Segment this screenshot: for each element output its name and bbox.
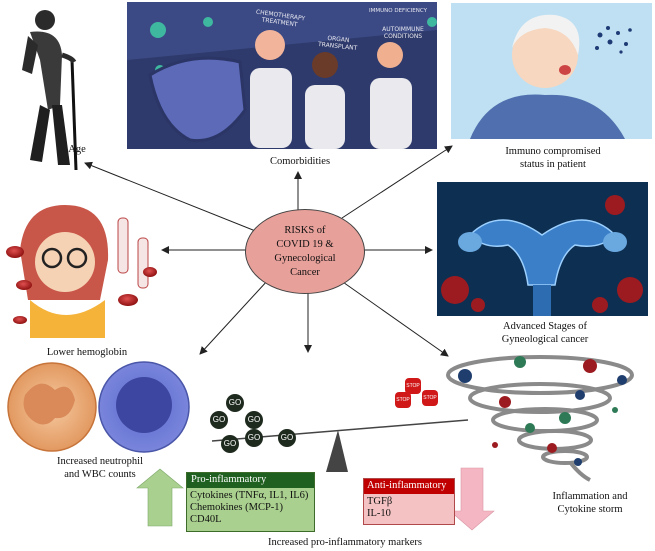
center-line-3: Gynecological <box>274 252 336 264</box>
risk-arrows <box>84 145 453 357</box>
advanced-gyn-cancer-illustration <box>437 182 648 316</box>
stop-sign-token: STOP <box>395 392 411 408</box>
neutrophil-wbc-cells <box>7 361 190 453</box>
age-elderly-silhouette <box>22 10 78 171</box>
go-token: GO <box>210 411 228 429</box>
label-age: Age <box>68 144 86 155</box>
pro-item-3: CD40L <box>190 514 222 525</box>
anti-item-2: IL-10 <box>367 508 391 519</box>
label-immuno-line-2: status in patient <box>520 159 586 170</box>
cytokine-particles <box>458 356 627 466</box>
label-neutrophil: Increased neutrophil and WBC counts <box>30 455 170 481</box>
label-neutrophil-line-2: and WBC counts <box>64 469 136 480</box>
center-line-1: RISKS of <box>284 224 326 236</box>
label-immuno-line-1: Immuno compromised <box>505 146 601 157</box>
label-immuno: Immuno compromised status in patient <box>478 145 628 171</box>
anti-item-1: TGFβ <box>367 496 393 507</box>
go-token: GO <box>221 435 239 453</box>
go-token: GO <box>245 429 263 447</box>
label-hemoglobin: Lower hemoglobin <box>46 347 128 358</box>
center-line-2: COVID 19 & <box>276 238 334 250</box>
pro-item-1: Cytokines (TNFα, IL1, IL6) <box>190 490 309 501</box>
label-advanced-line-1: Advanced Stages of <box>503 321 587 332</box>
coughing-patient-illustration <box>451 3 652 139</box>
stop-sign-token: STOP <box>422 390 438 406</box>
label-markers: Increased pro-inflammatory markers <box>268 537 422 548</box>
label-advanced-line-2: Gyneological cancer <box>501 334 589 345</box>
label-storm-line-2: Cytokine storm <box>557 504 623 515</box>
cytokine-storm-tornado <box>446 355 634 482</box>
center-risk-node: RISKS of COVID 19 & Gynecological Cancer <box>245 209 365 294</box>
go-token: GO <box>278 429 296 447</box>
label-comorbidities: Comorbidities <box>269 156 331 167</box>
stop-sign-token: STOP <box>405 378 421 394</box>
label-neutrophil-line-1: Increased neutrophil <box>56 456 143 467</box>
banner-autoimmune: AUTOIMMUNE CONDITIONS <box>382 26 424 40</box>
pro-inflammatory-box: Pro-inflammatory Cytokines (TNFα, IL1, I… <box>186 472 315 532</box>
center-line-4: Cancer <box>290 266 320 278</box>
pro-inflammatory-header: Pro-inflammatory <box>187 473 314 488</box>
anti-inflammatory-box: Anti-inflammatory TGFβ IL-10 <box>363 478 455 525</box>
label-storm-line-1: Inflammation and <box>552 491 628 502</box>
go-token: GO <box>245 411 263 429</box>
decrease-arrow <box>449 467 495 531</box>
anti-inflammatory-header: Anti-inflammatory <box>364 479 454 494</box>
comorbidities-illustration <box>127 2 437 149</box>
pro-item-2: Chemokines (MCP-1) <box>190 502 284 513</box>
lower-hemoglobin-illustration <box>6 205 157 338</box>
increase-arrow <box>136 468 184 527</box>
label-advanced: Advanced Stages of Gyneological cancer <box>470 320 620 346</box>
go-token: GO <box>226 394 244 412</box>
label-storm: Inflammation and Cytokine storm <box>535 490 645 516</box>
banner-immuno: IMMUNO DEFICIENCY <box>369 8 427 14</box>
